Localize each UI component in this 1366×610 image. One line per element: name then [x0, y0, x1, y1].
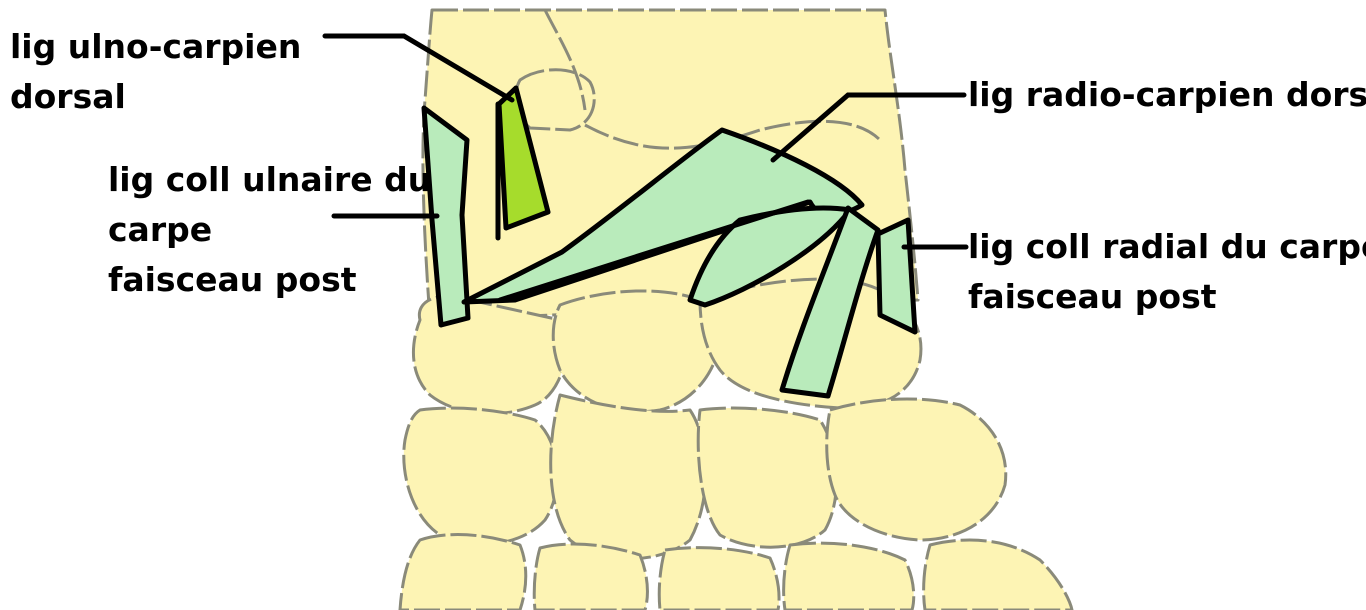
label-coll-radial-du-carpe: lig coll radial du carpe faisceau post	[968, 222, 1366, 322]
metacarpal-5	[400, 535, 526, 610]
metacarpal-4	[534, 544, 647, 610]
label-line: dorsal	[10, 72, 301, 122]
trapezoid	[698, 408, 836, 547]
trapezium	[827, 399, 1006, 540]
label-line: carpe	[108, 205, 431, 255]
label-line: lig ulno-carpien	[10, 22, 301, 72]
metacarpal-1	[924, 540, 1072, 610]
label-line: faisceau post	[108, 255, 431, 305]
capitate	[551, 395, 706, 559]
label-ulno-carpien-dorsal: lig ulno-carpien dorsal	[10, 22, 301, 122]
lunate	[553, 291, 720, 412]
label-line: faisceau post	[968, 272, 1366, 322]
label-radio-carpien-dorsal: lig radio-carpien dorsal	[968, 70, 1366, 120]
label-line: lig radio-carpien dorsal	[968, 70, 1366, 120]
label-coll-ulnaire-du-carpe: lig coll ulnaire du carpe faisceau post	[108, 155, 431, 305]
metacarpal-3	[659, 548, 779, 610]
hamate	[404, 408, 558, 544]
metacarpal-2	[784, 543, 914, 610]
label-line: lig coll radial du carpe	[968, 222, 1366, 272]
radial-collateral-ligament	[878, 220, 915, 332]
label-line: lig coll ulnaire du	[108, 155, 431, 205]
